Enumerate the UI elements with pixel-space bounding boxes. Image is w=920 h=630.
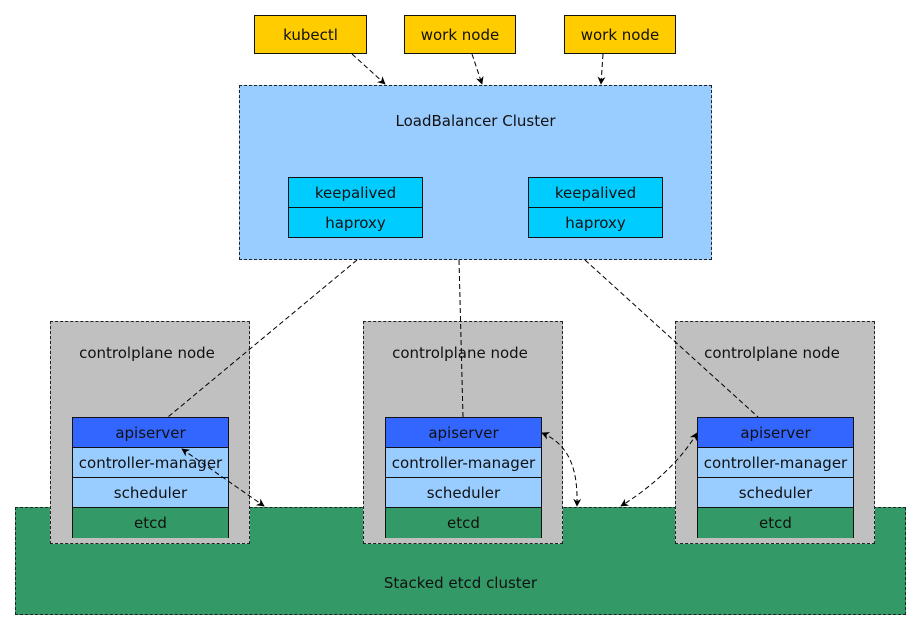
load-balancer-title: LoadBalancer Cluster (395, 112, 556, 130)
etcd: etcd (73, 508, 228, 538)
etcd: etcd (698, 508, 853, 538)
scheduler: scheduler (386, 478, 541, 508)
etcd-cluster-title: Stacked etcd cluster (383, 574, 538, 592)
lb-instance-1: keepalived haproxy (288, 177, 423, 238)
edge-kubectl-lb (351, 53, 386, 85)
edge-apiserver1-etcd (181, 448, 265, 507)
client-label: work node (580, 25, 660, 44)
edge-apiserver3-etcd (620, 432, 698, 507)
apiserver: apiserver (73, 418, 228, 448)
component-stack-3: apiserver controller-manager scheduler e… (697, 417, 854, 538)
client-work-node-1[interactable]: work node (404, 15, 516, 54)
edge-lb-apiserver-1 (167, 259, 358, 418)
keepalived: keepalived (529, 178, 662, 208)
haproxy: haproxy (565, 214, 626, 232)
client-work-node-2[interactable]: work node (564, 15, 676, 54)
controlplane-node-title: controlplane node (392, 344, 528, 362)
controlplane-node-title: controlplane node (704, 344, 840, 362)
client-label: work node (420, 25, 500, 44)
etcd: etcd (386, 508, 541, 538)
client-kubectl[interactable]: kubectl (254, 15, 367, 54)
edge-worknode1-lb (471, 53, 484, 85)
apiserver: apiserver (386, 418, 541, 448)
edge-worknode2-lb (597, 53, 606, 85)
lb-instance-2: keepalived haproxy (528, 177, 663, 238)
component-stack-2: apiserver controller-manager scheduler e… (385, 417, 542, 538)
controlplane-node-title: controlplane node (79, 344, 215, 362)
haproxy: haproxy (325, 214, 386, 232)
keepalived: keepalived (289, 178, 422, 208)
controller-manager: controller-manager (698, 448, 853, 478)
client-label: kubectl (283, 25, 338, 44)
edge-apiserver2-etcd (541, 432, 582, 507)
edge-lb-apiserver-3 (584, 259, 759, 418)
apiserver: apiserver (698, 418, 853, 448)
edge-lb-apiserver-2 (458, 259, 464, 418)
scheduler: scheduler (698, 478, 853, 508)
controller-manager: controller-manager (386, 448, 541, 478)
